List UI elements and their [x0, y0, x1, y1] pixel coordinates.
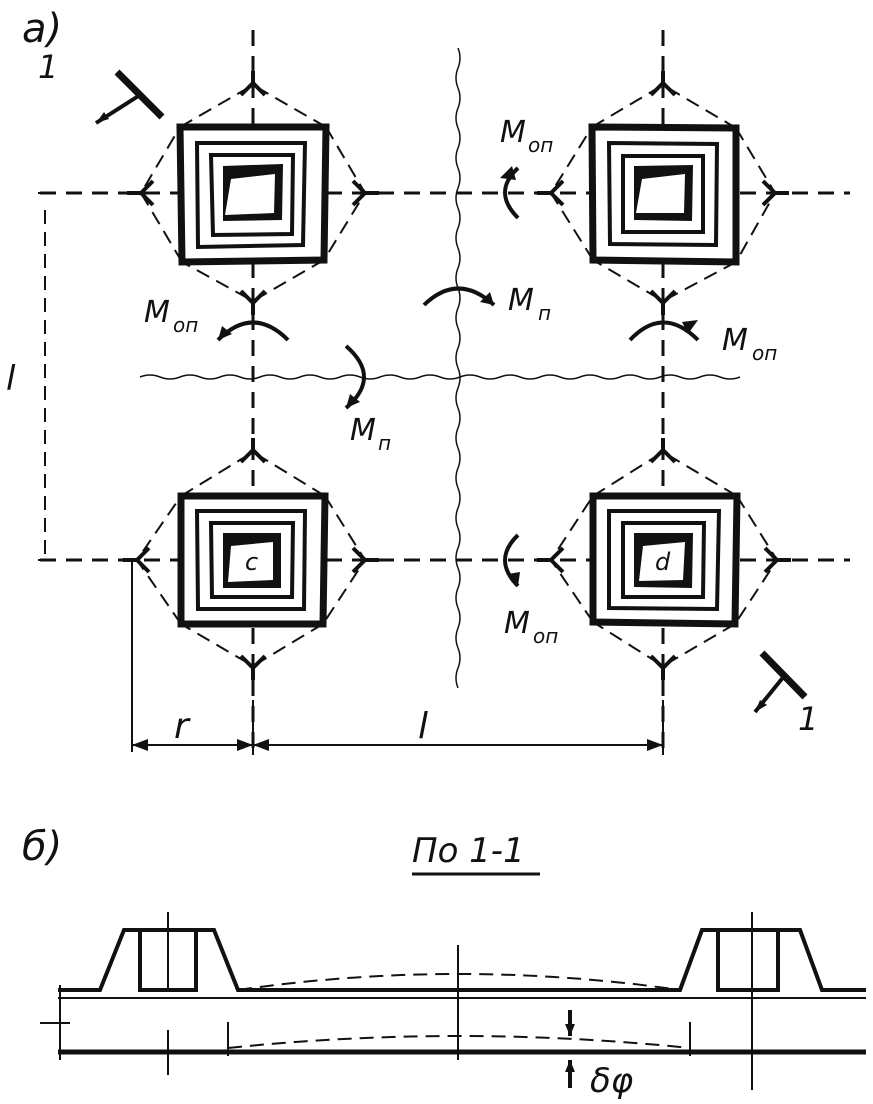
axis-lines	[40, 30, 850, 750]
plan-view: а)	[6, 6, 850, 755]
dimension-vertical-label: l	[6, 359, 16, 399]
svg-text:п: п	[378, 431, 391, 455]
span-line-vertical	[455, 47, 461, 689]
dimension-l-label: l	[418, 706, 428, 747]
moment-label-support-top: M оп	[500, 115, 553, 157]
moment-label-span-center: M п	[508, 283, 551, 325]
section-view: б) По 1-1 δφ	[22, 824, 866, 1101]
capital-recess-right	[716, 928, 780, 992]
section-mark-left: 1	[38, 48, 58, 86]
svg-text:оп: оп	[173, 313, 198, 337]
svg-text:M: M	[504, 606, 530, 641]
svg-text:оп: оп	[752, 341, 777, 365]
section-marker-bottom-right: 1	[753, 650, 818, 738]
moment-arrow	[628, 320, 700, 342]
moment-label-support-bottom: M оп	[504, 606, 558, 648]
column-label-d: d	[655, 548, 671, 576]
dimension-horizontal: r l	[131, 560, 664, 755]
column-label-c: c	[245, 548, 258, 576]
moment-arrows	[216, 166, 700, 588]
moment-arrowhead	[480, 292, 494, 305]
column-capital-bottom-right: d	[537, 438, 791, 680]
part-b-label: б)	[22, 824, 62, 870]
moment-label-support-left: M оп	[144, 295, 198, 337]
svg-text:M: M	[508, 283, 534, 318]
svg-text:M: M	[350, 413, 376, 448]
svg-text:п: п	[538, 301, 551, 325]
angle-label: δφ	[590, 1061, 634, 1101]
part-a-label: а)	[22, 6, 62, 52]
svg-text:M: M	[722, 323, 748, 358]
angle-indicator: δφ	[565, 1010, 634, 1101]
moment-arrowhead	[346, 394, 360, 408]
svg-text:оп: оп	[528, 133, 553, 157]
column-capital-top-right	[537, 71, 789, 315]
section-marker-top-left: 1	[38, 48, 165, 125]
moment-label-support-right: M оп	[722, 323, 777, 365]
moment-arrowhead	[218, 326, 232, 340]
dimension-vertical: l	[6, 192, 52, 561]
moment-arrowhead	[682, 320, 698, 334]
section-mark-right: 1	[798, 700, 818, 738]
svg-text:M: M	[144, 295, 170, 330]
moment-label-span-lower: M п	[350, 413, 391, 455]
moment-arrowhead	[508, 572, 520, 586]
svg-text:M: M	[500, 115, 526, 150]
section-title: По 1-1	[412, 831, 525, 871]
svg-text:оп: оп	[533, 624, 558, 648]
moment-arrowhead	[500, 166, 516, 180]
slab-profile-top	[58, 928, 866, 992]
column-capital-top-left	[127, 71, 379, 315]
moment-arrow	[503, 533, 520, 588]
column-capital-bottom-left: c	[123, 438, 379, 680]
span-line-horizontal	[139, 374, 741, 380]
dimension-r-label: r	[174, 706, 191, 747]
